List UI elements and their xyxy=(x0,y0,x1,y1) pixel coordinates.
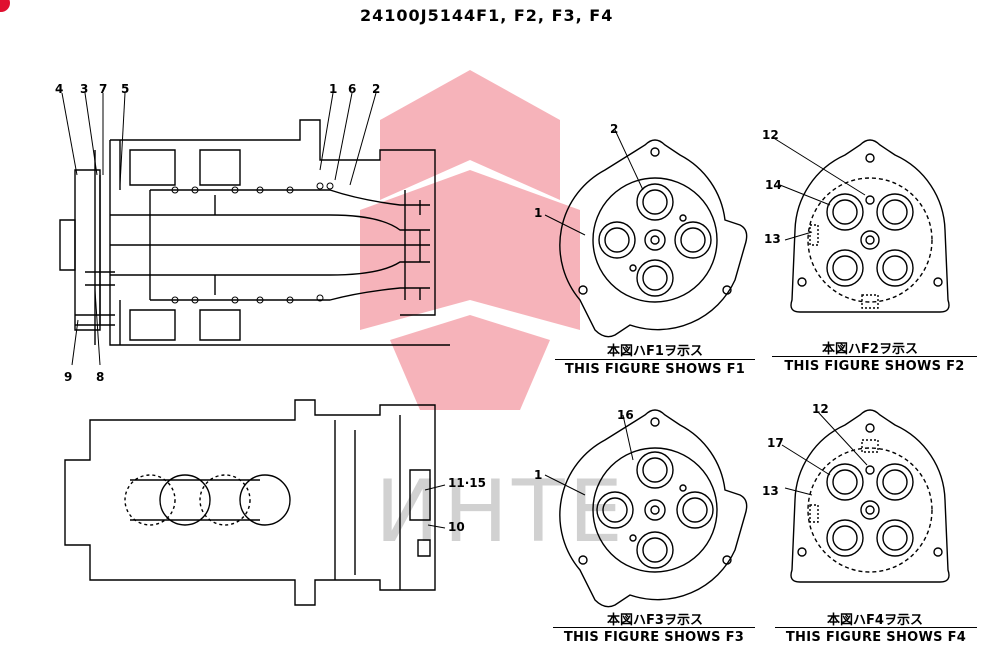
figure-f2 xyxy=(771,136,950,313)
bottom-outline-view xyxy=(64,399,446,606)
callout-5: 5 xyxy=(121,82,130,96)
f4-callout-13: 13 xyxy=(762,484,779,498)
f1-caption-en: THIS FIGURE SHOWS F1 xyxy=(564,362,746,377)
f1-caption-rule xyxy=(555,359,755,360)
callout-4: 4 xyxy=(55,82,64,96)
callout-11-15: 11·15 xyxy=(448,476,486,490)
watermark-text: ИHTE xyxy=(375,462,627,562)
figure-f3 xyxy=(544,409,748,608)
f1-caption-jp: 本図ハF1ヲ示ス xyxy=(607,344,703,359)
callout-9: 9 xyxy=(64,370,73,384)
f4-callout-17: 17 xyxy=(767,436,784,450)
f1-callout-1: 1 xyxy=(534,206,543,220)
f3-caption-rule xyxy=(553,627,755,628)
f4-callout-12: 12 xyxy=(812,402,829,416)
corner-marker xyxy=(0,0,10,12)
f1-callout-2: 2 xyxy=(610,122,619,136)
callout-3: 3 xyxy=(80,82,89,96)
callout-2: 2 xyxy=(372,82,381,96)
f3-callout-16: 16 xyxy=(617,408,634,422)
f2-caption-jp: 本図ハF2ヲ示ス xyxy=(822,342,918,357)
callout-7: 7 xyxy=(99,82,108,96)
f2-caption-en: THIS FIGURE SHOWS F2 xyxy=(784,359,965,374)
f4-caption-rule xyxy=(775,627,977,628)
side-section-view xyxy=(59,92,450,366)
f3-caption-en: THIS FIGURE SHOWS F3 xyxy=(563,630,745,645)
f4-caption-en: THIS FIGURE SHOWS F4 xyxy=(785,630,967,645)
f2-callout-12: 12 xyxy=(762,128,779,142)
f2-callout-14: 14 xyxy=(765,178,782,192)
callout-8: 8 xyxy=(96,370,105,384)
f2-caption-rule xyxy=(772,356,977,357)
callout-1: 1 xyxy=(329,82,338,96)
callout-10: 10 xyxy=(448,520,465,534)
f4-caption-jp: 本図ハF4ヲ示ス xyxy=(827,613,923,628)
diagram-title: 24100J5144F1, F2, F3, F4 xyxy=(360,6,614,25)
f3-callout-1: 1 xyxy=(534,468,543,482)
callout-6: 6 xyxy=(348,82,357,96)
figure-f1 xyxy=(544,129,748,338)
f3-caption-jp: 本図ハF3ヲ示ス xyxy=(607,613,703,628)
figure-f4 xyxy=(781,409,950,583)
f2-callout-13: 13 xyxy=(764,232,781,246)
